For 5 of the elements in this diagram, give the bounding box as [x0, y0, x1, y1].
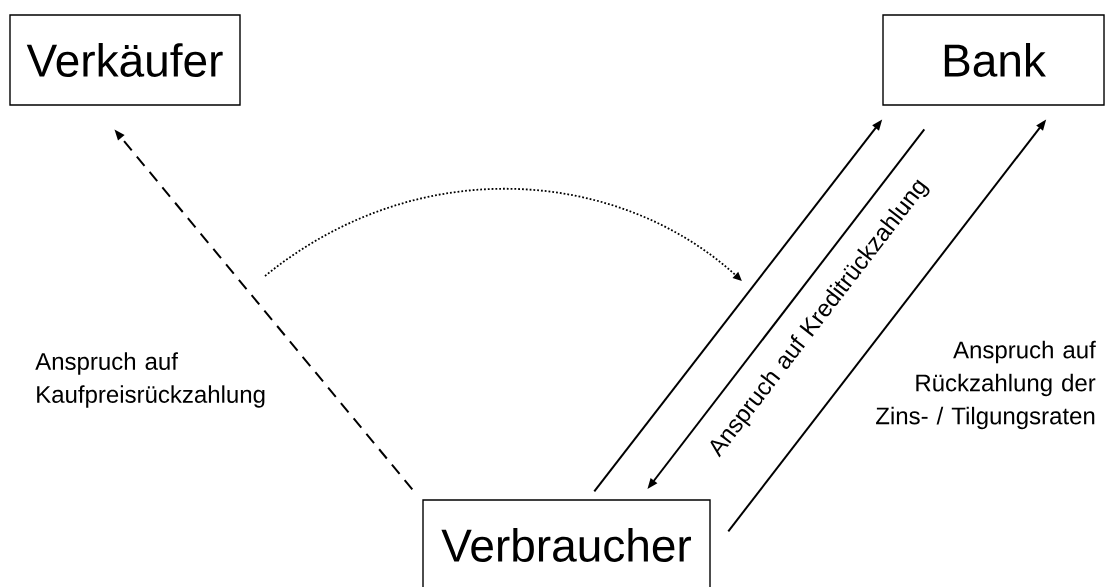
box: Verbraucher [422, 499, 711, 587]
edge-label: Anspruch auf Kaufpreisrückzahlung [35, 352, 265, 408]
box: Verkäufer [9, 14, 241, 106]
box: Bank [882, 14, 1105, 106]
edge-label: Anspruch auf Rückzahlung der Zins- / Tilgungsraten [876, 340, 1096, 430]
